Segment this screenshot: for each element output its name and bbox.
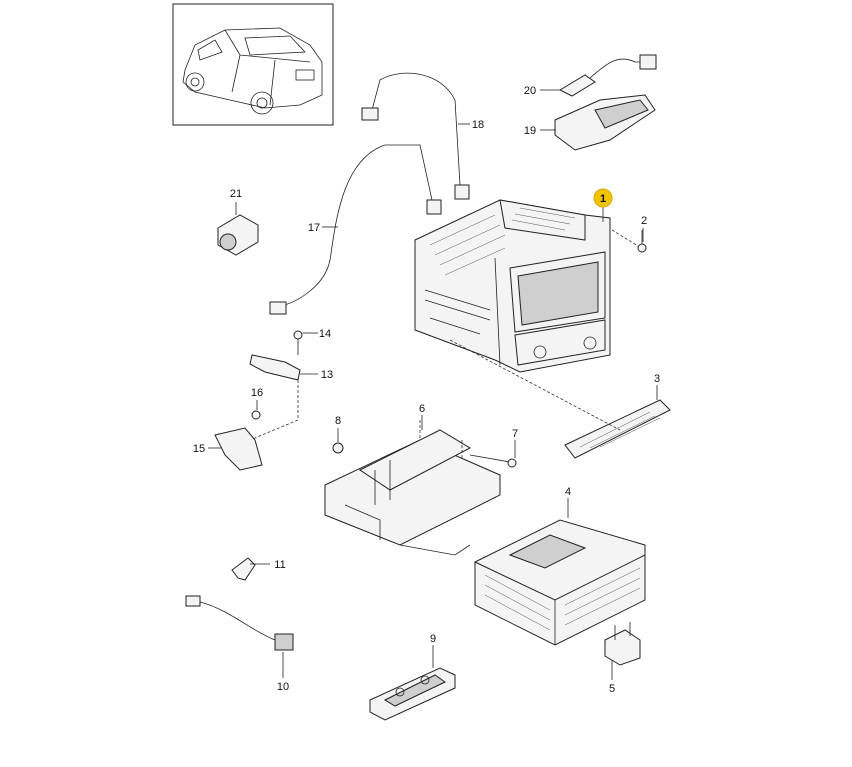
screw-14[interactable] [293, 330, 303, 355]
lamp-socket[interactable] [217, 214, 259, 256]
connector-5[interactable] [604, 622, 641, 666]
label-16[interactable]: 16 [251, 387, 263, 399]
amplifier-box[interactable] [474, 519, 646, 646]
sensor-20[interactable] [558, 54, 657, 97]
nut-8[interactable] [332, 442, 344, 454]
label-6[interactable]: 6 [419, 403, 425, 415]
clip-11[interactable] [231, 557, 256, 581]
vehicle-thumbnail [172, 3, 334, 126]
screw-16[interactable] [251, 410, 261, 420]
screw-2[interactable] [637, 230, 647, 253]
label-2[interactable]: 2 [641, 215, 647, 227]
callout-highlight [593, 188, 613, 208]
label-13[interactable]: 13 [321, 369, 333, 381]
camera-cable[interactable] [185, 595, 294, 651]
trim-strip[interactable] [564, 399, 671, 459]
switch-panel[interactable] [369, 667, 456, 721]
label-20[interactable]: 20 [524, 85, 536, 97]
label-4[interactable]: 4 [565, 486, 571, 498]
label-11[interactable]: 11 [274, 559, 285, 571]
label-10[interactable]: 10 [277, 681, 289, 693]
module-bracket[interactable] [249, 354, 301, 381]
cable-17[interactable] [269, 144, 442, 315]
label-19[interactable]: 19 [524, 125, 536, 137]
cable-18[interactable] [361, 72, 470, 200]
label-18[interactable]: 18 [472, 119, 484, 131]
label-15[interactable]: 15 [193, 443, 205, 455]
label-17[interactable]: 17 [308, 222, 320, 234]
label-5[interactable]: 5 [609, 683, 615, 695]
label-8[interactable]: 8 [335, 415, 341, 427]
label-21[interactable]: 21 [230, 188, 242, 200]
label-7[interactable]: 7 [512, 428, 518, 440]
bolt-7[interactable] [469, 454, 517, 468]
label-14[interactable]: 14 [319, 328, 331, 340]
part-labels: 1 2 3 4 5 6 7 8 9 10 11 13 14 15 16 17 1… [193, 85, 660, 695]
label-3[interactable]: 3 [654, 373, 660, 385]
holder-15[interactable] [214, 427, 263, 471]
bracket-19[interactable] [554, 94, 656, 151]
label-9[interactable]: 9 [430, 633, 436, 645]
leader-lines [208, 89, 658, 680]
label-1[interactable]: 1 [600, 193, 606, 205]
bracket[interactable] [324, 429, 501, 556]
head-unit[interactable] [414, 199, 611, 373]
